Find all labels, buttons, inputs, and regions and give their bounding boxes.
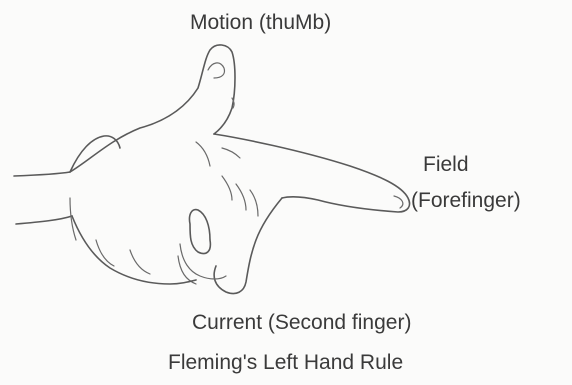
second-finger-inner <box>189 210 210 254</box>
knuckle-crease-2 <box>222 176 232 200</box>
forefinger-knuckle <box>222 148 240 158</box>
knuckle-crease-4 <box>250 190 258 216</box>
curled-finger-1 <box>180 244 226 279</box>
knuckle-crease-3 <box>236 184 246 210</box>
palm-fold-1 <box>96 240 114 266</box>
forefinger-label: (Forefinger) <box>411 190 521 211</box>
diagram-caption: Fleming's Left Hand Rule <box>168 352 403 373</box>
thumb-outline <box>70 45 235 172</box>
knuckle-crease-1 <box>196 142 210 166</box>
second-finger-outline <box>214 198 282 294</box>
palm-fold-2 <box>130 250 150 274</box>
wrist-upper-line <box>14 172 70 176</box>
hand-bottom <box>72 216 196 284</box>
forefinger-top <box>214 134 410 212</box>
forefinger-nail <box>394 196 403 208</box>
motion-label: Motion (thuMb) <box>190 12 331 33</box>
wrist-lower-line <box>16 216 72 224</box>
field-label: Field <box>423 154 469 175</box>
curled-finger-2 <box>178 256 196 284</box>
thumbnail-line <box>208 63 225 78</box>
current-label: Current (Second finger) <box>192 312 411 333</box>
